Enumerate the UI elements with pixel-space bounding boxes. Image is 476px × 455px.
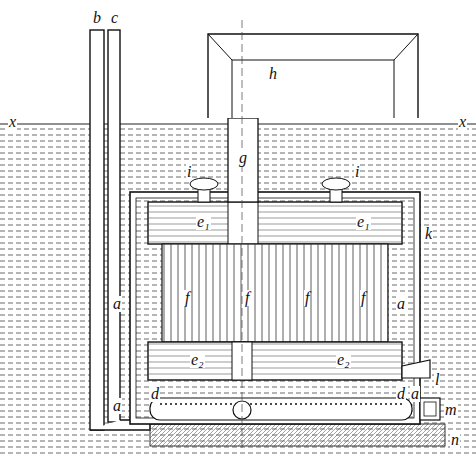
callout-letter: k: [424, 226, 433, 242]
callout-letter: d: [396, 386, 406, 402]
callout-letter: l: [434, 372, 440, 388]
callout-letter: a: [410, 386, 420, 402]
callout-letter: e₂: [336, 352, 351, 368]
callout-letter: e₂: [190, 352, 205, 368]
callout-letter: a: [396, 296, 406, 312]
callout-letter: n: [450, 432, 460, 448]
callout-letter: b: [92, 10, 102, 26]
callout-letter: f: [244, 290, 250, 306]
callout-letter: a: [112, 296, 122, 312]
callout-letter: m: [444, 402, 458, 418]
callout-letter: e₁: [196, 214, 211, 230]
callout-letter: f: [184, 290, 190, 306]
callout-letter: c: [110, 10, 119, 26]
callout-letter: g: [238, 150, 248, 166]
callout-letter: f: [360, 290, 366, 306]
callout-letter: e₁: [356, 214, 371, 230]
callout-letter: i: [186, 164, 192, 180]
callout-letter: x: [8, 114, 17, 130]
callout-letter: f: [304, 290, 310, 306]
callout-letter: i: [354, 164, 360, 180]
callout-letter: a: [112, 398, 122, 414]
callout-letter: x: [458, 114, 467, 130]
callout-letter: d: [150, 386, 160, 402]
callout-letter: h: [268, 66, 278, 82]
